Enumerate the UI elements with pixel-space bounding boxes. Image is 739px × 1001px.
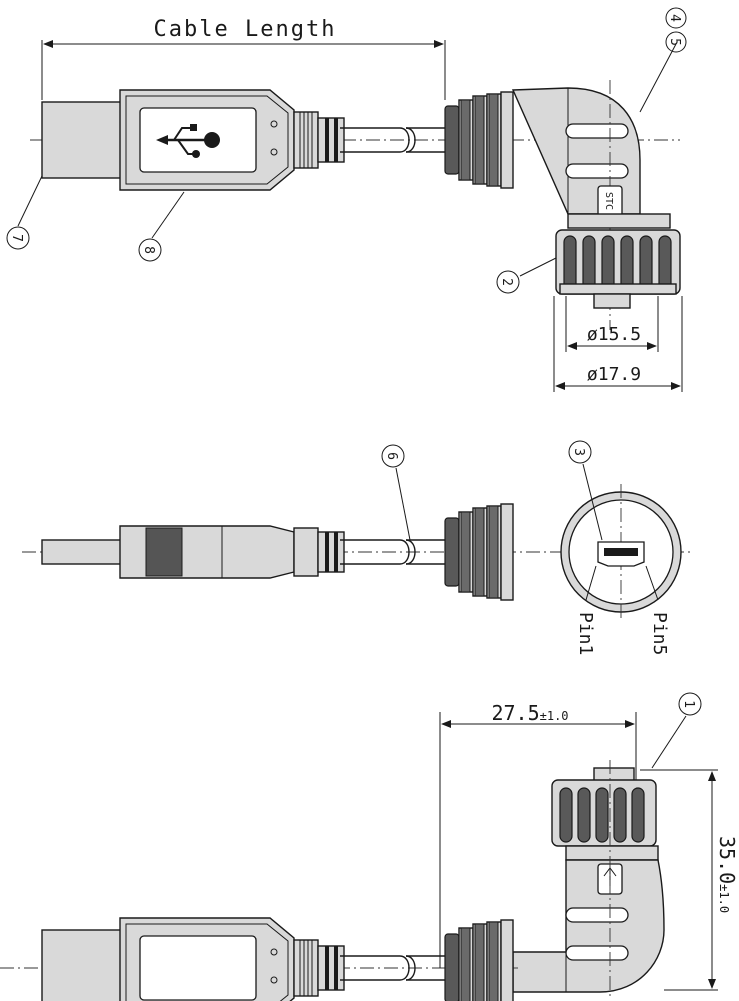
svg-text:8: 8 — [141, 246, 156, 254]
svg-text:1: 1 — [681, 700, 696, 708]
usb-logo-icon — [156, 124, 220, 158]
svg-text:3: 3 — [571, 448, 586, 456]
svg-text:5: 5 — [667, 38, 682, 46]
pin5-label: Pin5 — [649, 612, 670, 655]
callout-4: 4 — [665, 7, 687, 29]
callout-6: 6 — [381, 444, 405, 468]
callout-3: 3 — [568, 440, 592, 464]
callout-8: 8 — [138, 238, 162, 262]
height-dimension: 35.0±1.0 — [715, 836, 739, 913]
knurled-nut — [555, 229, 681, 295]
side-view: 6 3 Pin1 Pin5 — [22, 440, 690, 655]
diameter-inner-label: ø15.5 — [587, 324, 641, 345]
callout-1: 1 — [678, 692, 702, 716]
svg-text:4: 4 — [667, 14, 682, 22]
svg-text:7: 7 — [9, 234, 24, 242]
cable-length-label: Cable Length — [154, 17, 337, 42]
pin1-label: Pin1 — [575, 612, 596, 655]
top-view: Cable Length — [6, 7, 687, 392]
front-view-plug: 35.0±1.0 — [512, 760, 739, 1000]
stc-marking: STC — [603, 192, 614, 210]
svg-text:2: 2 — [499, 278, 514, 286]
diameter-outer-label: ø17.9 — [587, 364, 641, 385]
callout-5: 5 — [665, 31, 687, 53]
front-view-cable — [0, 720, 520, 1001]
callout-2: 2 — [496, 270, 520, 294]
svg-text:6: 6 — [384, 452, 399, 460]
callout-7: 7 — [6, 226, 30, 250]
offset-dimension: 27.5±1.0 — [491, 701, 568, 725]
grip-texture — [145, 527, 183, 577]
